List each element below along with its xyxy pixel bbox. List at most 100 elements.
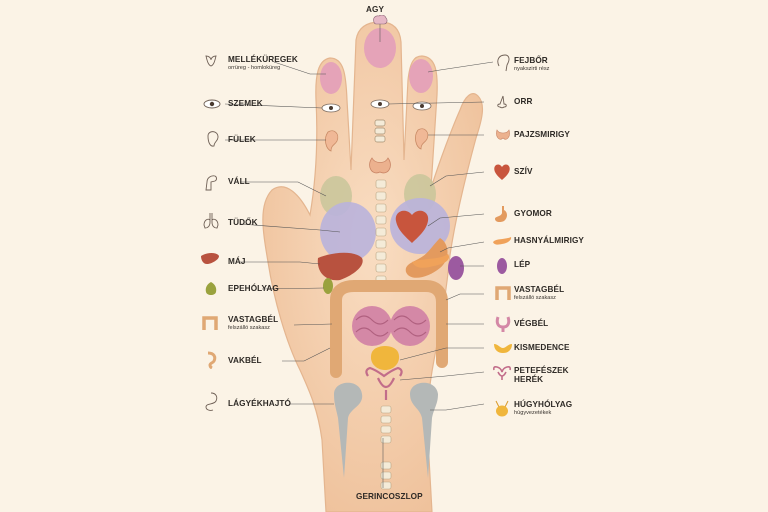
bladder-icon	[495, 400, 509, 417]
label-groin: LÁGYÉKHAJTÓ	[228, 399, 291, 409]
wrist-spine	[380, 405, 392, 490]
label-spleen-title: LÉP	[514, 260, 531, 269]
gallbladder-icon	[205, 278, 217, 295]
groin-icon	[205, 392, 218, 411]
ovaries-zone	[365, 366, 403, 400]
colon-icon	[202, 316, 218, 330]
pancreas-zone	[412, 254, 450, 268]
fingertip-middle	[364, 28, 396, 68]
label-scalp-sub: nyakszirti rész	[514, 65, 550, 72]
nose-icon	[497, 95, 507, 109]
label-lungs-title: TÜDŐK	[228, 218, 258, 227]
label-brain-title: AGY	[366, 5, 385, 14]
label-pelvis: KISMEDENCE	[514, 343, 570, 353]
brain-icon	[373, 15, 388, 25]
groin-zone-right	[410, 382, 438, 478]
label-pancreas-title: HASNYÁLMIRIGY	[514, 236, 584, 245]
label-liver: MÁJ	[228, 257, 246, 267]
thyroid-icon	[496, 129, 510, 140]
label-nose-title: ORR	[514, 97, 533, 106]
finger-spine	[374, 119, 386, 143]
label-ovaries-sub: HERÉK	[514, 374, 544, 384]
label-bladder-sub: húgyvezetékek	[514, 409, 552, 416]
label-nose: ORR	[514, 97, 533, 107]
stomach-icon	[495, 206, 507, 223]
fingertip-index	[320, 62, 342, 94]
ovaries-icon	[493, 366, 511, 380]
label-colon-left-sub: felszálló szakasz	[228, 324, 270, 331]
label-spine-title: GERINCOSZLOP	[356, 492, 423, 501]
leader-lines	[224, 24, 494, 488]
shoulder-icon	[205, 175, 217, 191]
fingertip-ring	[409, 59, 433, 93]
label-brain: AGY	[366, 5, 385, 15]
groin-zone-left	[334, 382, 363, 478]
label-groin-title: LÁGYÉKHAJTÓ	[228, 399, 291, 408]
label-shoulder: VÁLL	[228, 177, 250, 187]
label-appendix-title: VAKBÉL	[228, 356, 262, 365]
eye-icon	[203, 99, 221, 109]
label-eyes-title: SZEMEK	[228, 99, 263, 108]
pelvis-icon	[494, 344, 512, 353]
label-rectum-title: VÉGBÉL	[514, 319, 549, 328]
appendix-icon	[207, 351, 217, 369]
bladder-zone	[370, 346, 400, 370]
label-stomach-title: GYOMOR	[514, 209, 552, 218]
label-ears: FÜLEK	[228, 135, 256, 145]
label-scalp-title: FEJBŐR	[514, 56, 548, 65]
label-liver-title: MÁJ	[228, 257, 246, 266]
colon-zone	[330, 280, 448, 378]
label-thyroid-title: PAJZSMIRIGY	[514, 130, 570, 139]
colon-icon	[495, 286, 511, 300]
stomach-zone	[405, 238, 448, 278]
heart-zone	[395, 210, 429, 243]
palm-spine	[375, 179, 387, 285]
pancreas-icon	[493, 237, 512, 245]
lungs-icon	[203, 213, 219, 229]
label-gallbladder-title: EPEHÓLYAG	[228, 284, 279, 293]
small-intestine-zone	[352, 306, 430, 346]
liver-icon	[201, 253, 219, 264]
label-ears-title: FÜLEK	[228, 135, 256, 144]
finger-ears	[325, 128, 429, 152]
ear-icon	[207, 131, 219, 147]
label-shoulder-title: VÁLL	[228, 177, 250, 186]
label-colon-right-sub: felszálló szakasz	[514, 294, 556, 301]
label-sinuses-sub: orrüreg - homloküreg	[228, 64, 281, 71]
label-pelvis-title: KISMEDENCE	[514, 343, 570, 352]
label-spine: GERINCOSZLOP	[356, 492, 423, 502]
label-gallbladder: EPEHÓLYAG	[228, 284, 279, 294]
label-eyes: SZEMEK	[228, 99, 263, 109]
rectum-icon	[495, 316, 511, 332]
spleen-icon	[497, 258, 507, 274]
label-colon-left-title: VASTAGBÉL	[228, 315, 279, 324]
label-ovaries-title: PETEFÉSZEK	[514, 366, 569, 375]
label-heart: SZÍV	[514, 167, 533, 177]
lung-zone-left	[320, 202, 376, 262]
label-heart-title: SZÍV	[514, 167, 533, 176]
label-appendix: VAKBÉL	[228, 356, 262, 366]
gallbladder-zone	[323, 278, 333, 294]
label-lungs: TÜDŐK	[228, 218, 258, 228]
heart-icon	[494, 164, 510, 180]
label-bladder-title: HÚGYHÓLYAG	[514, 400, 573, 409]
label-stomach: GYOMOR	[514, 209, 552, 219]
liver-zone	[317, 252, 363, 281]
label-rectum: VÉGBÉL	[514, 319, 549, 329]
head-icon	[497, 54, 510, 72]
label-spleen: LÉP	[514, 260, 531, 270]
label-colon-right-title: VASTAGBÉL	[514, 285, 565, 294]
sinus-icon	[205, 55, 217, 67]
label-thyroid: PAJZSMIRIGY	[514, 130, 570, 140]
label-sinuses-title: MELLÉKÜREGEK	[228, 55, 298, 64]
spleen-zone	[448, 256, 464, 280]
label-pancreas: HASNYÁLMIRIGY	[514, 236, 584, 246]
